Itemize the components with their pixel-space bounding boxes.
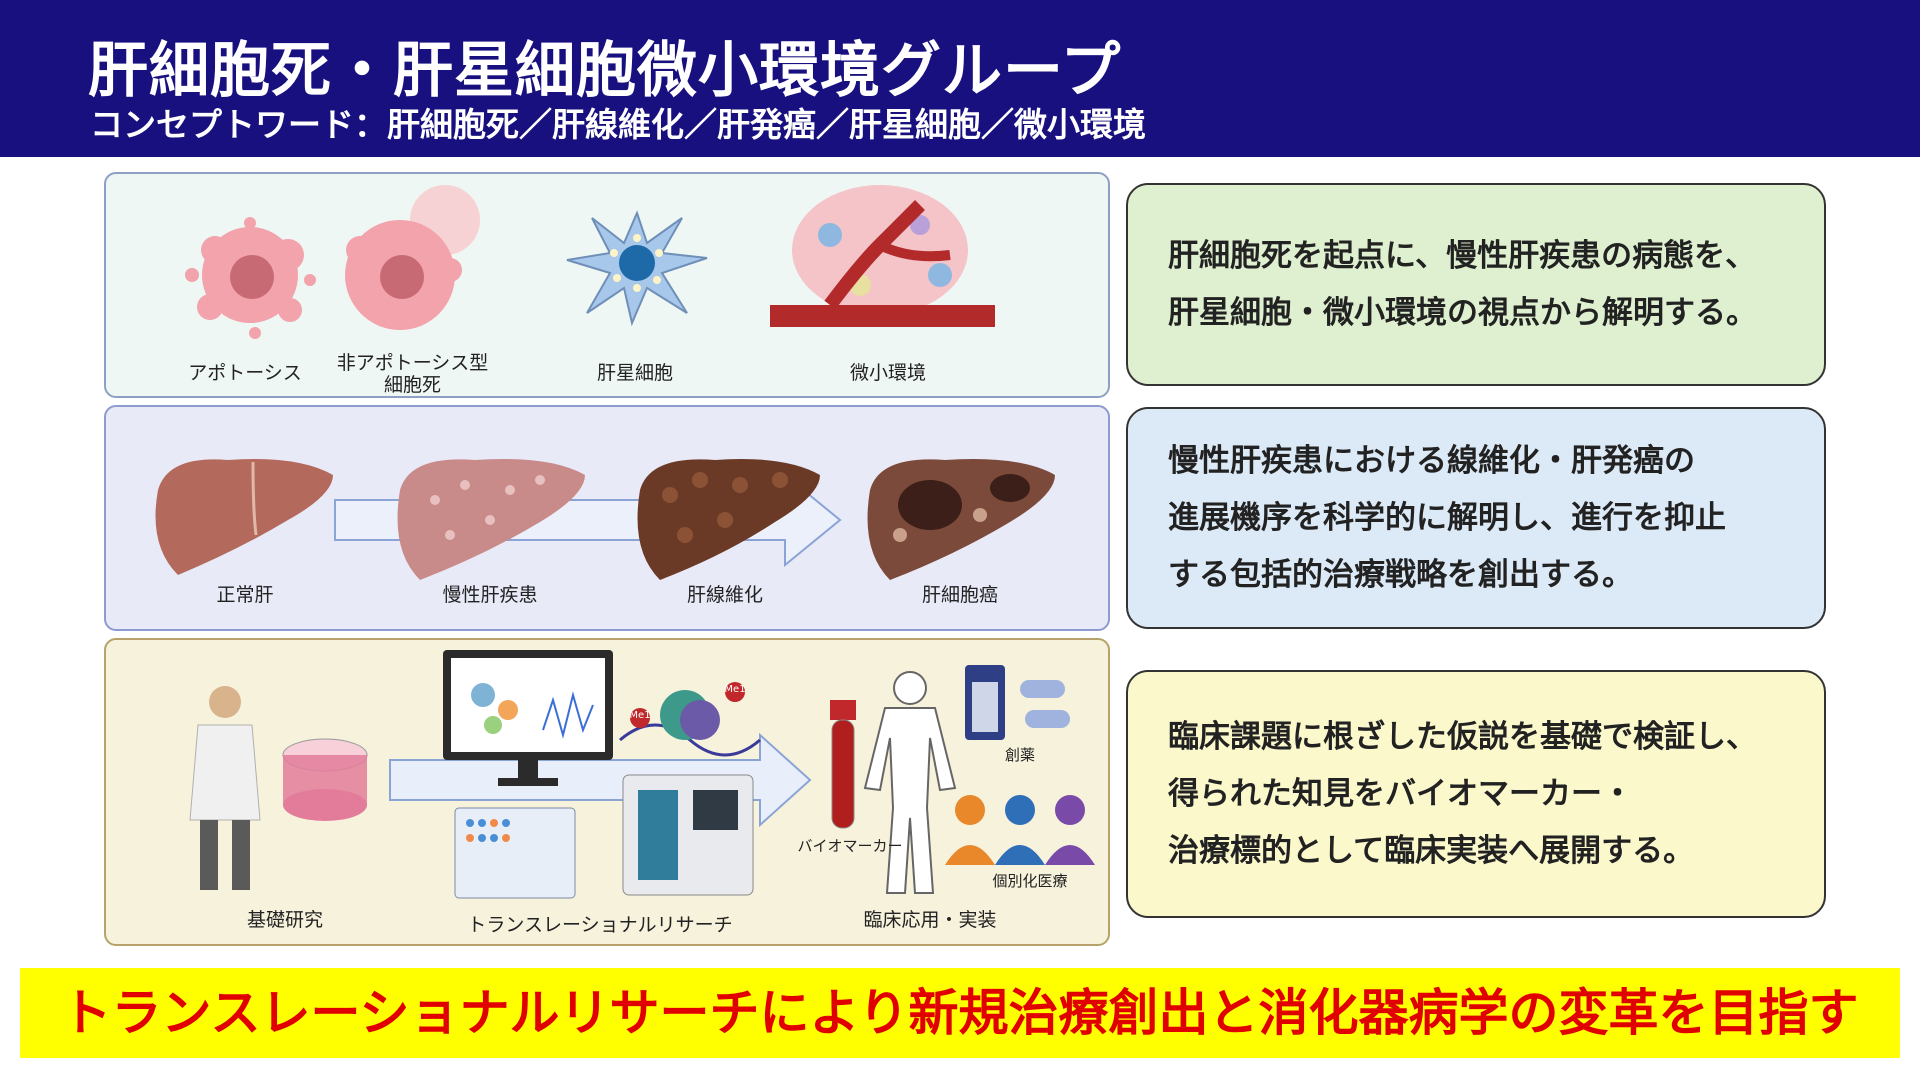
label-stellate-cell: 肝星細胞 <box>596 362 673 384</box>
label-non-apoptotic: 非アポトーシス型 <box>336 352 489 374</box>
label-clinical-application: 臨床応用・実装 <box>863 909 997 931</box>
dna-protein-icon <box>619 682 761 757</box>
monitor-icon <box>443 650 613 786</box>
me1-label-right: Me1 <box>724 684 746 695</box>
header-bar: 肝細胞死・肝星細胞微小環境グループ コンセプトワード：肝細胞死／肝線維化／肝発癌… <box>0 0 1920 157</box>
label-hcc: 肝細胞癌 <box>921 584 998 606</box>
concept-words: コンセプトワード：肝細胞死／肝線維化／肝発癌／肝星細胞／微小環境 <box>90 105 1146 144</box>
fibrotic-liver-icon <box>637 459 820 580</box>
label-personalized-medicine: 個別化医療 <box>992 872 1068 890</box>
label-translational-research: トランスレーショナルリサーチ <box>467 914 733 936</box>
hcc-liver-icon <box>867 459 1055 580</box>
summary-box-2: 慢性肝疾患における線維化・肝発癌の 進展機序を科学的に解明し、進行を抑止 する包… <box>1126 407 1826 629</box>
translational-arrow <box>389 732 812 828</box>
label-cell-death: 細胞死 <box>383 374 441 396</box>
summary-3-line-3: 治療標的として臨床実装へ展開する。 <box>1168 832 1695 869</box>
summary-3-line-2: 得られた知見をバイオマーカー・ <box>1168 775 1633 812</box>
label-microenvironment: 微小環境 <box>849 362 926 384</box>
personalized-medicine-icon <box>945 795 1095 865</box>
well-plate-icon <box>454 807 576 899</box>
normal-liver-icon <box>155 459 333 575</box>
page-title: 肝細胞死・肝星細胞微小環境グループ <box>88 36 1122 106</box>
researcher-icon <box>189 686 261 890</box>
label-biomarker: バイオマーカー <box>797 837 903 855</box>
blood-tube-icon <box>830 700 856 829</box>
summary-2-line-1: 慢性肝疾患における線維化・肝発癌の <box>1168 442 1695 479</box>
summary-box-3: 臨床課題に根ざした仮説を基礎で検証し、 得られた知見をバイオマーカー・ 治療標的… <box>1126 670 1826 918</box>
label-chronic-liver-disease: 慢性肝疾患 <box>442 584 538 606</box>
summary-2-line-3: する包括的治療戦略を創出する。 <box>1168 556 1633 593</box>
microenvironment-icon <box>770 185 995 327</box>
apoptosis-cell-icon <box>185 217 316 339</box>
me1-label-left: Me1 <box>629 710 651 721</box>
culture-dish-icon <box>282 738 368 821</box>
mission-text: トランスレーショナルリサーチにより新規治療創出と消化器病学の変革を目指す <box>61 984 1859 1042</box>
summary-1-line-2: 肝星細胞・微小環境の視点から解明する。 <box>1168 294 1757 331</box>
chronic-liver-icon <box>397 459 585 580</box>
label-basic-research: 基礎研究 <box>246 909 323 931</box>
label-liver-fibrosis: 肝線維化 <box>686 584 763 606</box>
summary-3-line-1: 臨床課題に根ざした仮説を基礎で検証し、 <box>1168 718 1757 755</box>
label-apoptosis: アポトーシス <box>188 362 302 384</box>
mission-banner: トランスレーショナルリサーチにより新規治療創出と消化器病学の変革を目指す <box>20 968 1900 1058</box>
necrotic-cell-icon <box>345 185 480 330</box>
summary-2-line-2: 進展機序を科学的に解明し、進行を抑止 <box>1168 499 1726 536</box>
label-normal-liver: 正常肝 <box>216 584 274 606</box>
sequencer-icon <box>622 774 754 896</box>
human-body-icon <box>863 671 957 894</box>
summary-box-1: 肝細胞死を起点に、慢性肝疾患の病態を、 肝星細胞・微小環境の視点から解明する。 <box>1126 183 1826 386</box>
label-drug-discovery: 創薬 <box>1004 746 1035 764</box>
summary-1-line-1: 肝細胞死を起点に、慢性肝疾患の病態を、 <box>1168 237 1757 274</box>
stellate-cell-icon <box>566 210 708 327</box>
medicine-icon <box>965 665 1070 740</box>
